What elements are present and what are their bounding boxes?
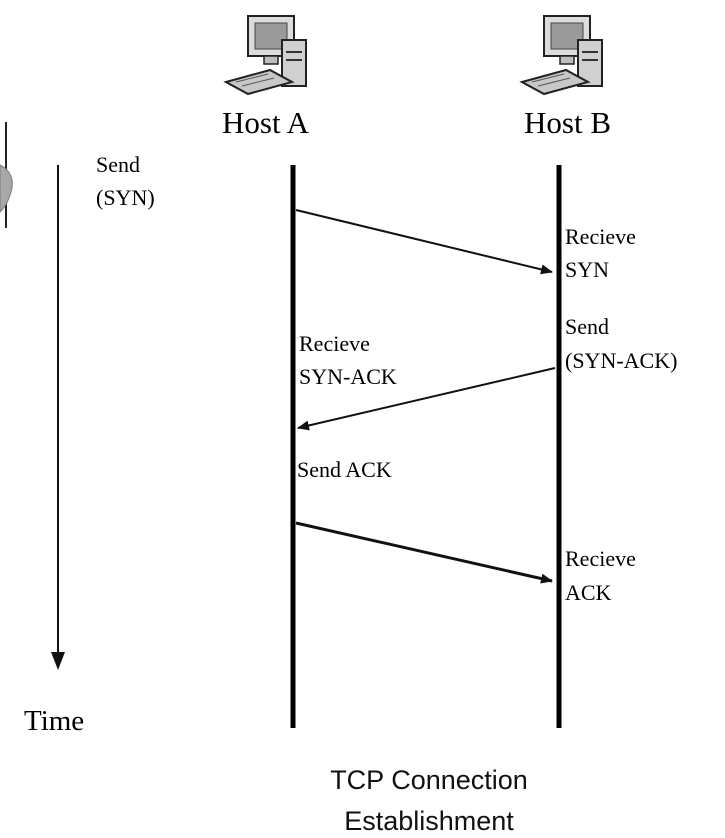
host-b-label: Host B — [524, 105, 611, 140]
send-ack-label: Send ACK — [297, 457, 392, 482]
receive-syn-label: Recieve SYN — [565, 224, 636, 282]
clipped-graphic-fragment — [0, 122, 13, 228]
svg-text:TCP Connection: TCP Connection — [330, 765, 528, 795]
svg-text:SYN: SYN — [565, 257, 609, 282]
svg-text:(SYN): (SYN) — [96, 185, 155, 210]
svg-text:Send: Send — [96, 152, 140, 177]
ack-arrow — [295, 521, 553, 584]
svg-text:Establishment: Establishment — [344, 806, 514, 836]
svg-text:Recieve: Recieve — [299, 331, 370, 356]
svg-text:(SYN-ACK): (SYN-ACK) — [565, 348, 677, 373]
time-label: Time — [24, 705, 84, 737]
svg-text:Recieve: Recieve — [565, 224, 636, 249]
receive-ack-label: Recieve ACK — [565, 546, 636, 605]
receive-syn-ack-label: Recieve SYN-ACK — [299, 331, 397, 389]
svg-text:SYN-ACK: SYN-ACK — [299, 364, 397, 389]
syn-ack-arrow — [297, 367, 556, 431]
host-a-label: Host A — [222, 105, 310, 140]
send-syn-ack-label: Send (SYN-ACK) — [565, 314, 677, 373]
svg-text:Recieve: Recieve — [565, 546, 636, 571]
diagram-caption: TCP Connection Establishment — [330, 765, 528, 836]
host-b-computer-icon — [519, 15, 603, 96]
host-a-computer-icon — [223, 15, 307, 96]
time-axis — [51, 165, 65, 670]
svg-text:Send: Send — [565, 314, 609, 339]
send-syn-label: Send (SYN) — [96, 152, 155, 210]
svg-text:ACK: ACK — [565, 580, 612, 605]
syn-arrow — [295, 209, 553, 275]
